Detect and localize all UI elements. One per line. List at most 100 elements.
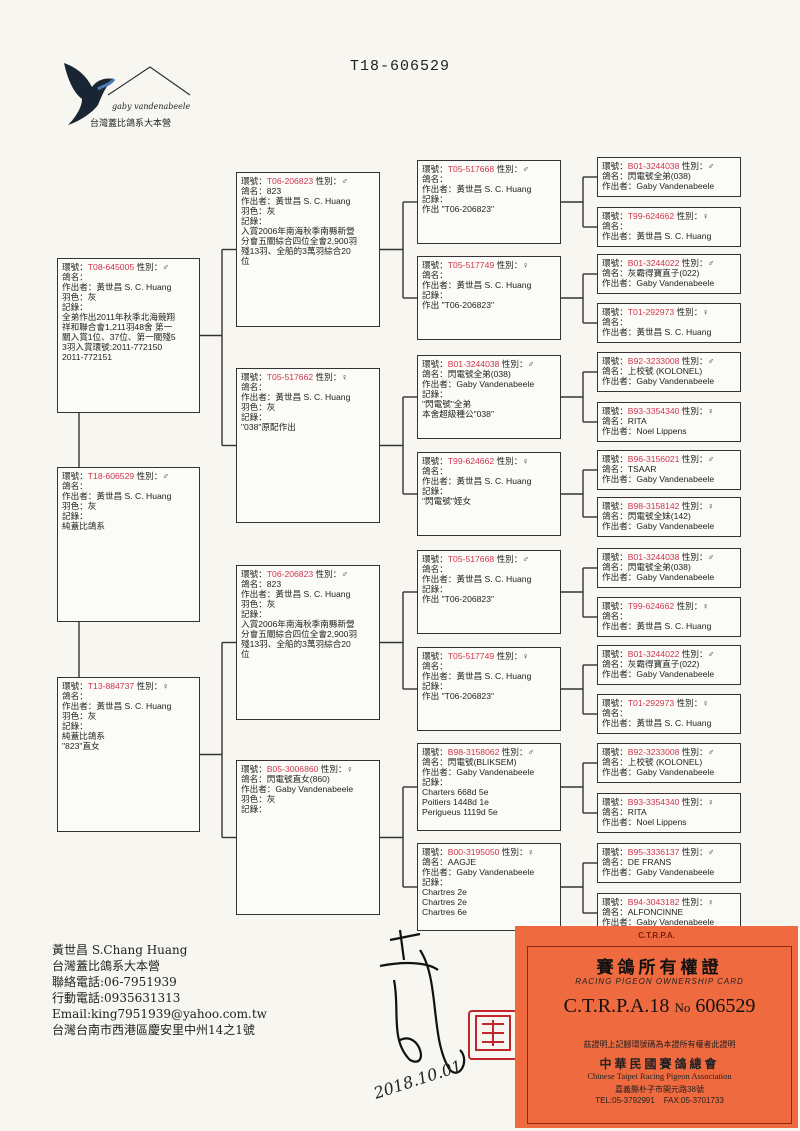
ring-label: 環號：: [241, 569, 267, 579]
ring-line: 環號：B05-3006860 性別：♀: [241, 764, 375, 774]
ring-line: 環號：B01-3244038 性別：♂: [602, 552, 736, 562]
info-line: 鴿名：閃電號全弟(038): [422, 369, 511, 379]
sex-symbol: ♂: [707, 847, 715, 857]
info-line: 記錄：: [422, 877, 448, 887]
info-line: 鴿名：AAGJE: [422, 857, 476, 867]
info-line: 鴿名：: [62, 481, 88, 491]
sex-symbol: ♂: [341, 176, 348, 186]
ring-line: 環號：T05-517749 性別：♀: [422, 651, 556, 661]
pedigree-box: 環號：B92-3233008 性別：♂鴿名：上校號 (KOLONEL)作出者：G…: [597, 352, 741, 392]
info-line: 記錄：: [422, 486, 448, 496]
info-line: 2011-772151: [62, 352, 113, 362]
ring-number: B00-3195050: [447, 847, 500, 857]
pedigree-box: 環號：B92-3233008 性別：♂鴿名：上校號 (KOLONEL)作出者：G…: [597, 743, 741, 783]
info-line: 羽色：灰: [62, 292, 97, 302]
sex-label: 性別：: [681, 356, 708, 366]
ring-label: 環號：: [422, 847, 448, 857]
ring-line: 環號：T18-606529 性別：♂: [62, 471, 195, 481]
ring-label: 環號：: [602, 552, 628, 562]
sex-symbol: ♀: [707, 797, 715, 807]
info-line: 作出者：黃世昌 S. C. Huang: [602, 621, 712, 631]
info-line: 作出 "T06-206823": [422, 204, 495, 214]
ring-label: 環號：: [241, 764, 267, 774]
ring-line: 環號：B01-3244022 性別：♂: [602, 258, 736, 268]
info-line: 作出者：黃世昌 S. C. Huang: [62, 282, 172, 292]
info-line: 作出者：黃世昌 S. C. Huang: [422, 476, 532, 486]
sex-symbol: ♀: [527, 847, 535, 857]
sex-label: 性別：: [136, 262, 163, 272]
ring-number: T08-645005: [87, 262, 135, 272]
ring-line: 環號：T05-517668 性別：♂: [422, 554, 556, 564]
ring-label: 環號：: [602, 307, 628, 317]
sex-label: 性別：: [681, 847, 708, 857]
owner-name: 黃世昌 S.Chang Huang: [52, 943, 188, 957]
ring-number: B94-3043182: [627, 897, 680, 907]
ring-label: 環號：: [422, 456, 448, 466]
pedigree-box: 環號：T01-292973 性別：♀鴿名：作出者：黃世昌 S. C. Huang: [597, 694, 741, 734]
sex-symbol: ♀: [522, 456, 529, 466]
ring-label: 環號：: [602, 454, 628, 464]
ring-line: 環號：T05-517662 性別：♀: [241, 372, 375, 382]
info-line: Chartres 6e: [422, 907, 467, 917]
ring-number: T01-292973: [627, 698, 675, 708]
ring-number: T05-517749: [447, 260, 495, 270]
sex-label: 性別：: [681, 552, 708, 562]
ring-line: 環號：T05-517749 性別：♀: [422, 260, 556, 270]
sex-label: 性別：: [681, 406, 708, 416]
info-line: 位: [241, 256, 250, 266]
info-line: 鴿名：上校號 (KOLONEL): [602, 366, 703, 376]
ring-number: T99-624662: [627, 211, 675, 221]
sex-symbol: ♂: [341, 569, 348, 579]
ring-number: B93-3354340: [627, 797, 680, 807]
info-line: 殘13羽、全船的3萬羽綜合20: [241, 639, 351, 649]
info-line: 羽色：灰: [241, 599, 276, 609]
ring-line: 環號：T01-292973 性別：♀: [602, 307, 736, 317]
info-line: 作出者：Gaby Vandenabeele: [602, 669, 715, 679]
ring-number: T05-517749: [447, 651, 495, 661]
info-line: 鴿名：: [422, 174, 448, 184]
card-cert-text: 茲證明上記腳環號碼為本證所有權者此證明: [583, 1040, 736, 1049]
ring-line: 環號：B00-3195050 性別：♀: [422, 847, 556, 857]
ring-label: 環號：: [62, 471, 88, 481]
ring-number: B98-3158142: [627, 501, 680, 511]
pedigree-box: 環號：B98-3158142 性別：♀鴿名：閃電號全妹(142)作出者：Gaby…: [597, 497, 741, 537]
ring-number: B01-3244022: [627, 258, 680, 268]
pedigree-box: 環號：T05-517662 性別：♀鴿名：作出者：黃世昌 S. C. Huang…: [236, 368, 380, 523]
card-badge: C.T.R.P.A.: [638, 931, 675, 940]
sex-symbol: ♀: [707, 501, 715, 511]
info-line: 羽色：灰: [62, 501, 97, 511]
info-line: 作出者：Gaby Vandenabeele: [602, 767, 715, 777]
info-line: 鴿名：閃電號全妹(142): [602, 511, 691, 521]
info-line: 分會五關綜合四位全會2,900羽: [241, 236, 358, 246]
ring-label: 環號：: [602, 258, 628, 268]
ring-line: 環號：B96-3156021 性別：♂: [602, 454, 736, 464]
sex-symbol: ♀: [707, 406, 715, 416]
info-line: 作出者：黃世昌 S. C. Huang: [422, 574, 532, 584]
logo: [58, 55, 198, 130]
page-title: T18-606529: [349, 58, 450, 75]
owner-address: 台灣台南市西港區慶安里中州14之1號: [52, 1023, 255, 1037]
card-title-zh: 賽鴿所有權證: [596, 958, 723, 977]
info-line: 鴿名：: [602, 708, 628, 718]
info-line: 鴿名：TSAAR: [602, 464, 657, 474]
ring-number: B93-3354340: [627, 406, 680, 416]
info-line: 作出者：Gaby Vandenabeele: [422, 767, 535, 777]
dove-house-icon: [64, 63, 191, 125]
info-line: 記錄：: [62, 511, 88, 521]
ring-line: 環號：T08-645005 性別：♂: [62, 262, 195, 272]
info-line: 鴿名：: [62, 691, 88, 701]
ring-label: 環號：: [602, 698, 628, 708]
ring-number: T05-517662: [266, 372, 314, 382]
card-org-en: Chinese Taipei Racing Pigeon Association: [587, 1071, 732, 1081]
info-line: 作出者：Gaby Vandenabeele: [422, 867, 535, 877]
info-line: Poitiers 1448d 1e: [422, 797, 489, 807]
info-line: Chartres 2e: [422, 897, 467, 907]
info-line: 作出者：黃世昌 S. C. Huang: [422, 280, 532, 290]
sex-label: 性別：: [676, 698, 703, 708]
sex-symbol: ♂: [707, 454, 715, 464]
info-line: 鴿名：823: [241, 186, 282, 196]
logo-text: 台灣蓋比鴿系大本營: [90, 119, 172, 129]
ring-number: T18-606529: [87, 471, 135, 481]
